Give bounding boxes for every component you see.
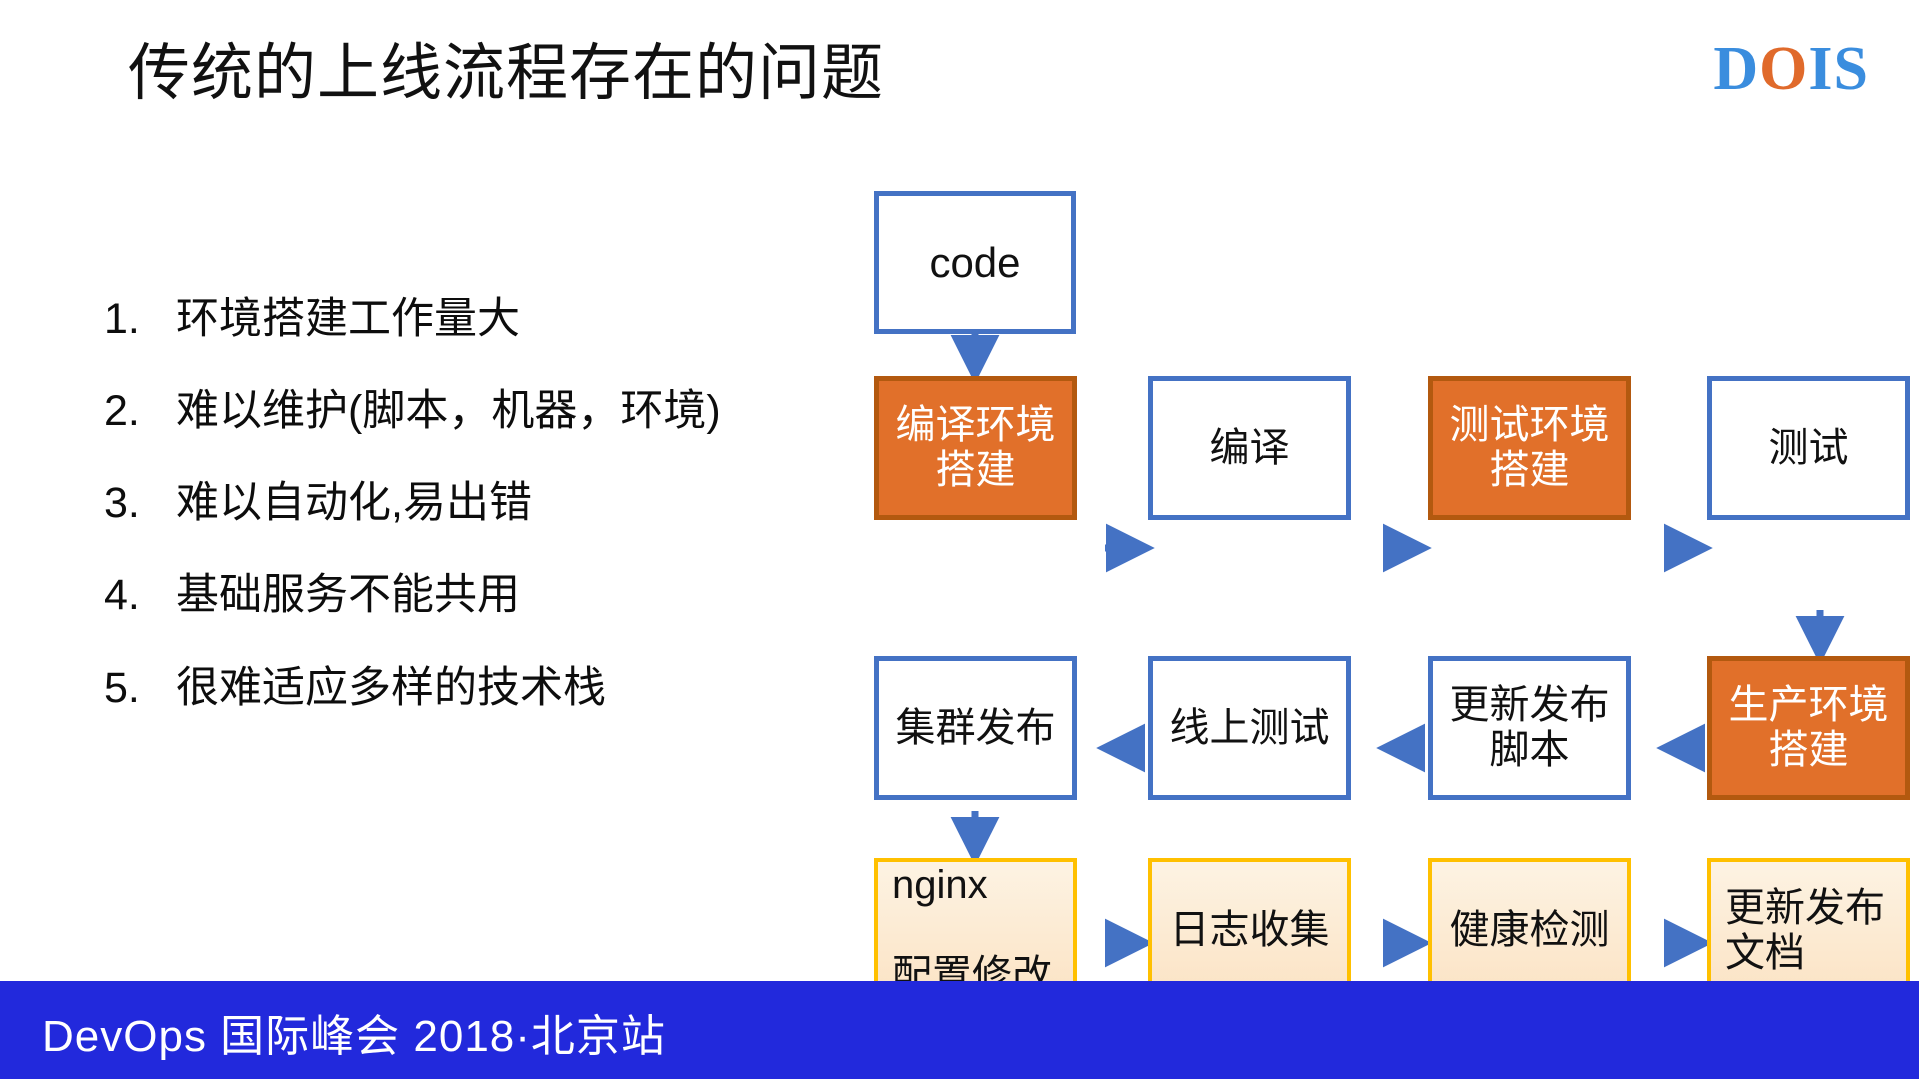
flow-node-test-env[interactable]: 测试环境 搭建 <box>1428 376 1631 520</box>
list-item-label: 基础服务不能共用 <box>176 571 520 620</box>
footer-bar: DevOps 国际峰会 2018·北京站 <box>0 981 1919 1079</box>
flow-node-nginx-config[interactable]: nginx 配置修改 <box>874 858 1077 1003</box>
list-item-number: 3. <box>104 479 140 528</box>
logo-letter-o: O <box>1759 35 1809 103</box>
flow-node-online-test-label: 线上测试 <box>1169 704 1330 750</box>
list-item-label: 难以维护(脚本，机器，环境) <box>176 387 721 436</box>
list-item-number: 2. <box>104 387 140 436</box>
deployment-flowchart: code 编译环境 搭建 编译 测试环境 搭建 测试 集群发布 线上测试 更新发… <box>860 178 1919 1003</box>
list-item-number: 5. <box>104 663 140 712</box>
flow-node-log-collect-label: 日志收集 <box>1169 907 1330 953</box>
list-item-label: 环境搭建工作量大 <box>176 295 520 343</box>
flow-node-nginx-config-latin-label: nginx <box>892 863 988 908</box>
flow-node-compile[interactable]: 编译 <box>1148 376 1351 520</box>
footer-label: DevOps 国际峰会 2018·北京站 <box>42 1012 666 1061</box>
list-item-number: 1. <box>104 295 140 343</box>
flow-node-update-script-label: 更新发布 脚本 <box>1449 682 1610 772</box>
flow-node-update-script[interactable]: 更新发布 脚本 <box>1428 656 1631 800</box>
list-item-number: 4. <box>104 571 140 620</box>
logo-letter-s: S <box>1833 35 1869 103</box>
list-item: 4. 基础服务不能共用 <box>104 571 844 619</box>
flow-node-code-label: code <box>929 238 1021 286</box>
dois-logo: DOIS <box>1713 38 1869 100</box>
list-item: 2. 难以维护(脚本，机器，环境) <box>104 387 844 435</box>
flow-node-code[interactable]: code <box>874 191 1076 334</box>
logo-letter-i: I <box>1808 35 1834 103</box>
list-item-label: 难以自动化,易出错 <box>176 479 532 528</box>
flow-node-prod-env-label: 生产环境 搭建 <box>1728 682 1889 772</box>
problem-list: 1. 环境搭建工作量大 2. 难以维护(脚本，机器，环境) 3. 难以自动化,易… <box>104 295 844 756</box>
page-title: 传统的上线流程存在的问题 <box>128 39 885 108</box>
flow-node-health-check-label: 健康检测 <box>1449 907 1610 953</box>
flow-node-build-env[interactable]: 编译环境 搭建 <box>874 376 1077 520</box>
flow-node-test[interactable]: 测试 <box>1707 376 1910 520</box>
flow-node-test-label: 测试 <box>1768 424 1849 470</box>
flow-node-online-test[interactable]: 线上测试 <box>1148 656 1351 800</box>
logo-letter-d: D <box>1713 35 1760 103</box>
flow-node-cluster-release[interactable]: 集群发布 <box>874 656 1077 800</box>
list-item: 5. 很难适应多样的技术栈 <box>104 664 844 712</box>
list-item: 1. 环境搭建工作量大 <box>104 295 844 343</box>
list-item-label: 很难适应多样的技术栈 <box>176 663 606 712</box>
flow-node-prod-env[interactable]: 生产环境 搭建 <box>1707 656 1910 800</box>
flow-node-build-env-label: 编译环境 搭建 <box>895 402 1056 492</box>
flow-node-update-doc-label: 更新发布 文档 <box>1725 884 1885 975</box>
flow-node-compile-label: 编译 <box>1209 424 1290 470</box>
flow-node-test-env-label: 测试环境 搭建 <box>1449 402 1610 492</box>
list-item: 3. 难以自动化,易出错 <box>104 479 844 527</box>
flow-node-cluster-release-label: 集群发布 <box>895 704 1056 750</box>
